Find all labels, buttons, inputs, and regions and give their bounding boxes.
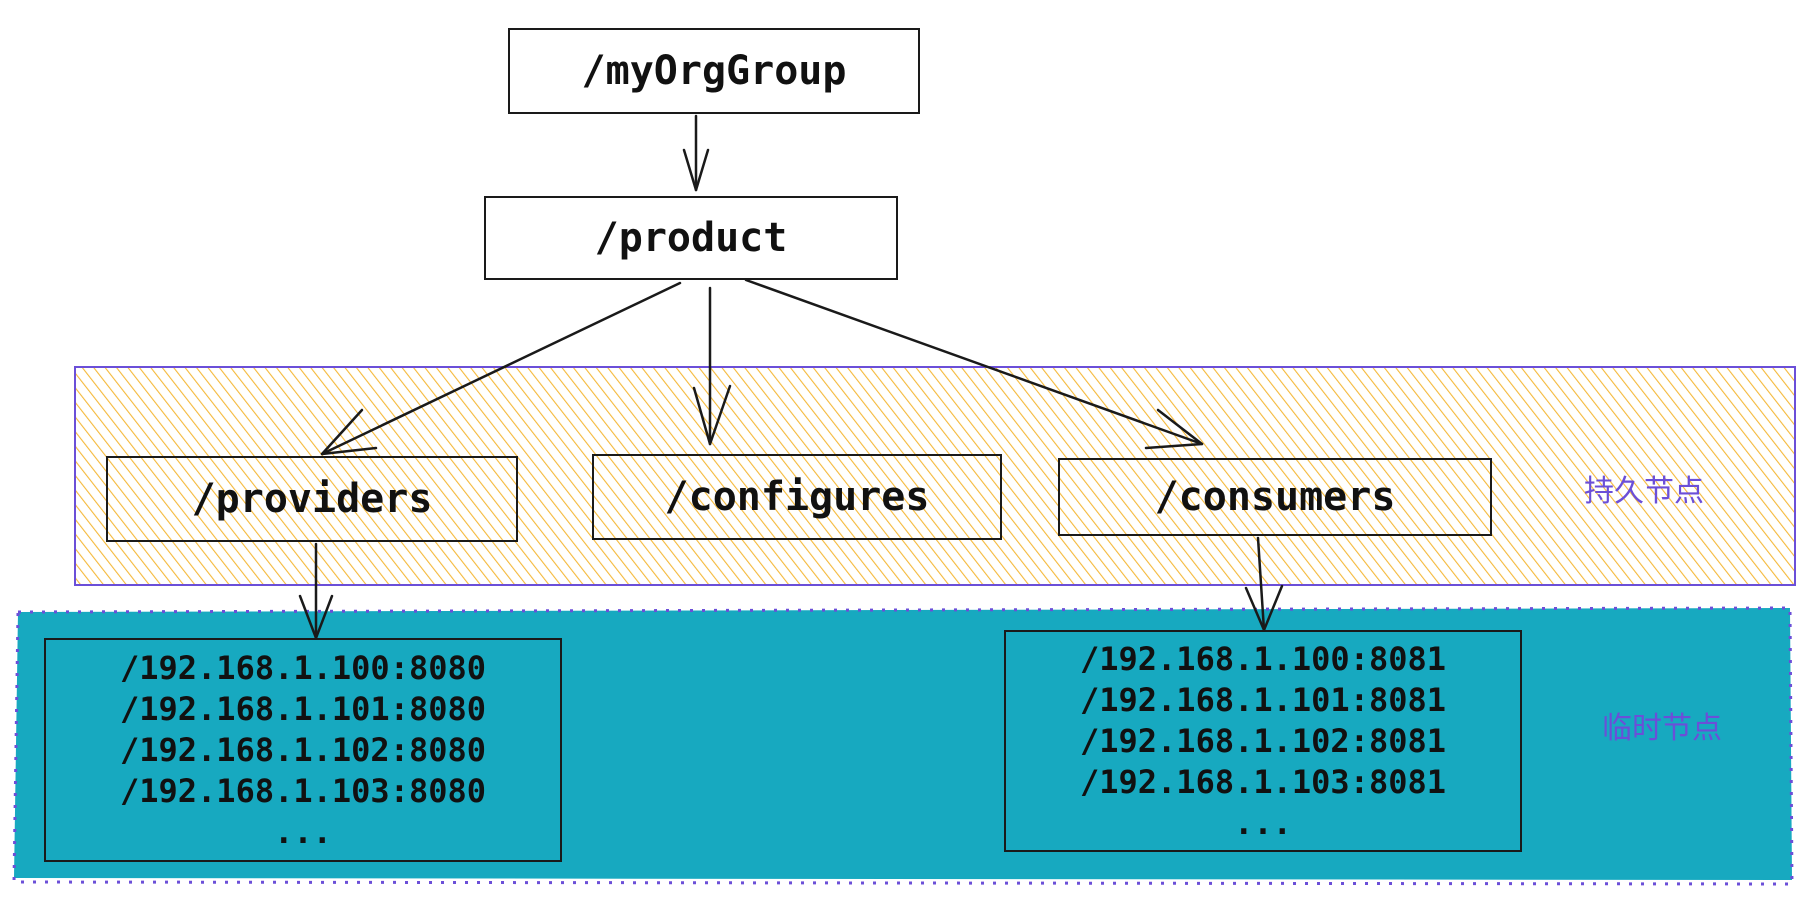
ephemeral-zone bbox=[14, 608, 1792, 880]
arrow-product-to-consumers bbox=[744, 278, 1204, 450]
consumers-node: /consumers bbox=[1058, 458, 1492, 536]
consumer-instances-box: /192.168.1.100:8081 /192.168.1.101:8081 … bbox=[1004, 630, 1522, 852]
configures-node: /configures bbox=[592, 454, 1002, 540]
provider-instance: /192.168.1.100:8080 bbox=[119, 648, 487, 687]
arrow-root-to-product bbox=[682, 114, 710, 192]
provider-instance-ellipsis: ... bbox=[274, 812, 332, 851]
consumer-instance-ellipsis: ... bbox=[1234, 803, 1292, 842]
consumer-instance: /192.168.1.101:8081 bbox=[1079, 680, 1447, 719]
provider-instance: /192.168.1.102:8080 bbox=[119, 730, 487, 769]
arrow-product-to-providers bbox=[320, 281, 682, 456]
persistent-zone-border bbox=[74, 366, 1796, 586]
provider-instance: /192.168.1.103:8080 bbox=[119, 771, 487, 810]
ephemeral-zone-label: 临时节点 bbox=[1602, 711, 1722, 746]
provider-instances-box: /192.168.1.100:8080 /192.168.1.101:8080 … bbox=[44, 638, 562, 862]
arrow-product-to-configures bbox=[692, 286, 732, 446]
consumer-instance: /192.168.1.102:8081 bbox=[1079, 721, 1447, 760]
providers-node: /providers bbox=[106, 456, 518, 542]
consumer-instance: /192.168.1.103:8081 bbox=[1079, 762, 1447, 801]
root-node: /myOrgGroup bbox=[508, 28, 920, 114]
consumer-instance: /192.168.1.100:8081 bbox=[1079, 639, 1447, 678]
provider-instance: /192.168.1.101:8080 bbox=[119, 689, 487, 728]
persistent-zone-label: 持久节点 bbox=[1584, 474, 1704, 509]
persistent-zone bbox=[75, 367, 1795, 585]
arrow-consumers-to-instances bbox=[1244, 536, 1284, 632]
product-node: /product bbox=[484, 196, 898, 280]
arrow-providers-to-instances bbox=[298, 542, 334, 640]
